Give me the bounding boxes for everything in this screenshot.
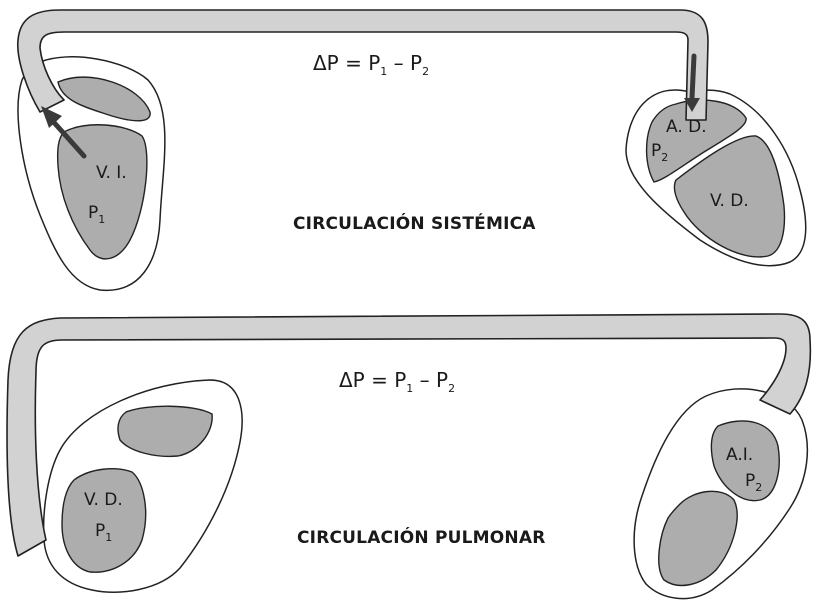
- pulmonary-right-ventricle-label: V. D.: [84, 490, 123, 510]
- systemic-right-heart: [626, 90, 806, 266]
- pulmonary-circuit: ΔP = P1 – P2 V. D. P1 A.I. P2 CIRCULACIÓ…: [7, 314, 810, 599]
- systemic-caption: CIRCULACIÓN SISTÉMICA: [293, 212, 536, 234]
- systemic-pressure-equation: ΔP = P1 – P2: [313, 51, 429, 78]
- pulmonary-pressure-equation: ΔP = P1 – P2: [339, 368, 455, 395]
- pulmonary-caption: CIRCULACIÓN PULMONAR: [297, 526, 546, 548]
- systemic-circuit: ΔP = P1 – P2 V. I. P1 A. D. P2 V. D. CIR…: [18, 10, 806, 290]
- systemic-left-ventricle-label: V. I.: [96, 163, 127, 183]
- systemic-right-ventricle-label: V. D.: [710, 191, 749, 211]
- pulmonary-left-heart: [44, 380, 242, 592]
- systemic-right-atrium-label: A. D.: [666, 117, 707, 137]
- pulmonary-left-atrium-label: A.I.: [726, 445, 753, 465]
- pulmonary-right-heart: [634, 389, 807, 599]
